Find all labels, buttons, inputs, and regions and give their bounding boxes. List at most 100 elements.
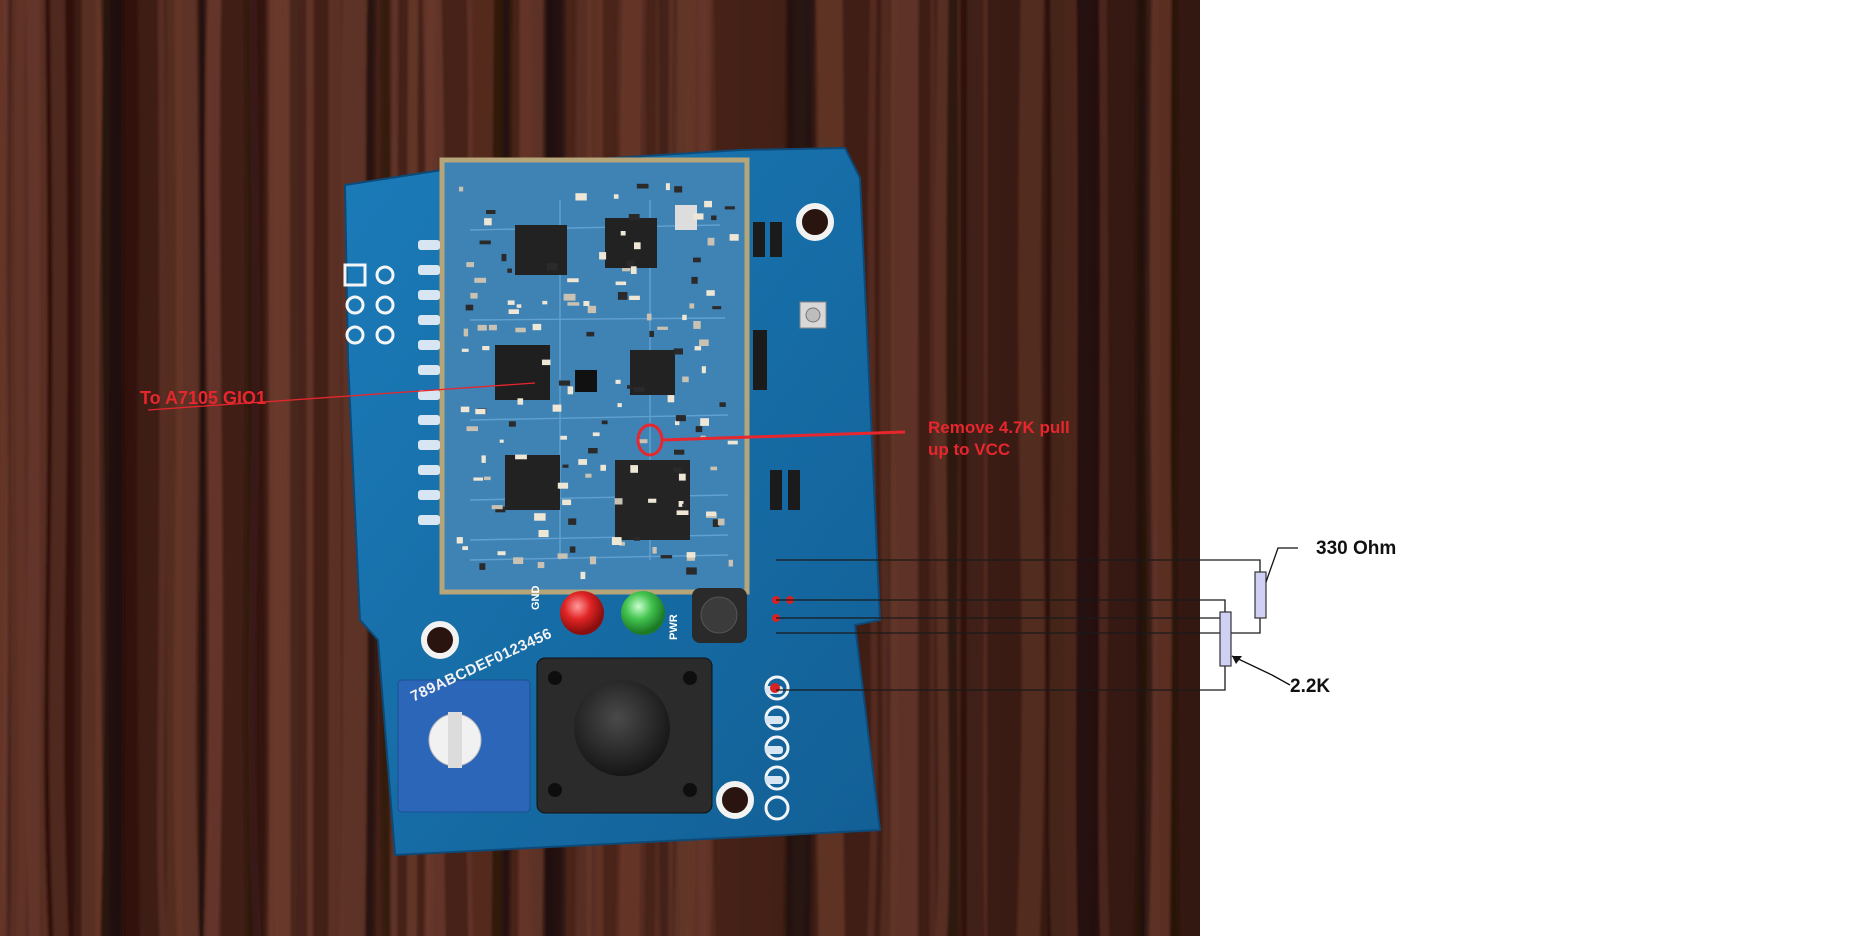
green-led bbox=[621, 591, 665, 635]
wood-grain-streak bbox=[100, 0, 125, 936]
smd-component bbox=[686, 556, 695, 561]
smd-component bbox=[648, 498, 657, 503]
smd-component bbox=[580, 571, 586, 580]
side-pads bbox=[418, 240, 440, 525]
smd-component bbox=[620, 231, 626, 236]
resistor-330-leader bbox=[1265, 547, 1298, 583]
smd-component bbox=[634, 242, 641, 250]
smd-component bbox=[689, 303, 695, 309]
smd-component bbox=[592, 432, 600, 437]
smd-component bbox=[657, 326, 668, 330]
smd-component bbox=[477, 324, 487, 331]
smd-component bbox=[693, 213, 704, 220]
smd-component bbox=[507, 268, 512, 273]
smd-component bbox=[646, 313, 652, 321]
smd-component bbox=[673, 348, 683, 355]
smd-component bbox=[712, 519, 720, 527]
pullup-label-line1: Remove 4.7K pull bbox=[928, 418, 1070, 437]
smd-component bbox=[466, 262, 474, 268]
smd-component bbox=[700, 418, 709, 426]
smd-component bbox=[557, 553, 568, 559]
smd-component bbox=[627, 260, 635, 268]
left-header bbox=[343, 263, 395, 345]
smd-component bbox=[691, 276, 698, 284]
smd-component bbox=[630, 465, 638, 473]
resistor-2-2k-label: 2.2K bbox=[1290, 676, 1331, 697]
chip bbox=[605, 218, 657, 268]
smd-component bbox=[633, 537, 641, 541]
smd-component bbox=[537, 562, 545, 569]
smd-component bbox=[678, 473, 686, 481]
smd-component bbox=[499, 439, 504, 443]
smd-component bbox=[589, 556, 597, 565]
chip bbox=[575, 370, 597, 392]
smd-component bbox=[678, 501, 684, 507]
smd-component bbox=[587, 305, 597, 314]
smd-component bbox=[704, 200, 712, 208]
smd-component bbox=[630, 266, 637, 274]
smd-component bbox=[724, 206, 735, 210]
smd-component bbox=[601, 420, 608, 425]
smd-component bbox=[562, 499, 572, 506]
smd-component bbox=[578, 459, 587, 465]
smd-component bbox=[710, 466, 718, 471]
smd-component bbox=[588, 448, 598, 454]
smd-component bbox=[497, 551, 506, 556]
smd-component bbox=[479, 240, 491, 245]
smd-component bbox=[568, 518, 577, 525]
smd-component bbox=[586, 331, 595, 337]
smd-component bbox=[484, 218, 492, 226]
smd-component bbox=[486, 210, 496, 214]
red-led bbox=[560, 591, 604, 635]
led-gnd-label: GND bbox=[530, 585, 542, 610]
smd-component bbox=[460, 406, 470, 413]
smd-component bbox=[459, 186, 464, 192]
wood-grain-streak bbox=[274, 0, 304, 936]
led-pwr-label: PWR bbox=[668, 614, 680, 640]
smd-component bbox=[682, 376, 689, 383]
wood-grain-streak bbox=[203, 0, 224, 936]
smd-component bbox=[628, 214, 640, 221]
tactile-button-cap bbox=[574, 680, 670, 776]
smd-component bbox=[466, 426, 478, 432]
smd-component bbox=[479, 563, 486, 570]
smd-component bbox=[686, 567, 697, 575]
smd-component bbox=[567, 278, 579, 283]
wood-grain-streak bbox=[0, 0, 9, 936]
wood-grain-streak bbox=[890, 0, 919, 936]
smd-component bbox=[614, 498, 623, 505]
smd-component bbox=[516, 304, 522, 308]
schematic-wires bbox=[776, 559, 1261, 691]
smd-component bbox=[611, 537, 622, 545]
wood-grain-streak bbox=[119, 0, 140, 936]
smd-component bbox=[712, 306, 722, 310]
smd-component bbox=[728, 559, 733, 567]
smd-component bbox=[534, 513, 546, 521]
smd-component bbox=[727, 440, 738, 445]
smd-component bbox=[693, 257, 701, 263]
gio-label: To A7105 GIO1 bbox=[140, 388, 267, 408]
smd-component bbox=[470, 292, 478, 299]
wood-grain-streak bbox=[243, 0, 260, 936]
smd-component bbox=[517, 398, 524, 405]
smd-component bbox=[462, 546, 468, 550]
mounting-hole bbox=[716, 781, 754, 819]
resistor-2-2k bbox=[1219, 611, 1232, 667]
wood-grain-streak bbox=[934, 0, 950, 936]
smd-component bbox=[501, 253, 507, 262]
wood-grain-streak bbox=[1049, 0, 1081, 936]
smd-component bbox=[567, 302, 580, 306]
smd-component bbox=[694, 346, 702, 351]
smd-component bbox=[622, 268, 631, 272]
smd-component bbox=[617, 292, 628, 300]
smd-component bbox=[673, 467, 683, 473]
wood-grain-streak bbox=[173, 0, 200, 936]
smd-component bbox=[482, 346, 490, 351]
smd-component bbox=[463, 328, 469, 337]
smd-component bbox=[615, 379, 621, 384]
smd-component bbox=[619, 541, 625, 546]
smd-component bbox=[676, 510, 689, 515]
